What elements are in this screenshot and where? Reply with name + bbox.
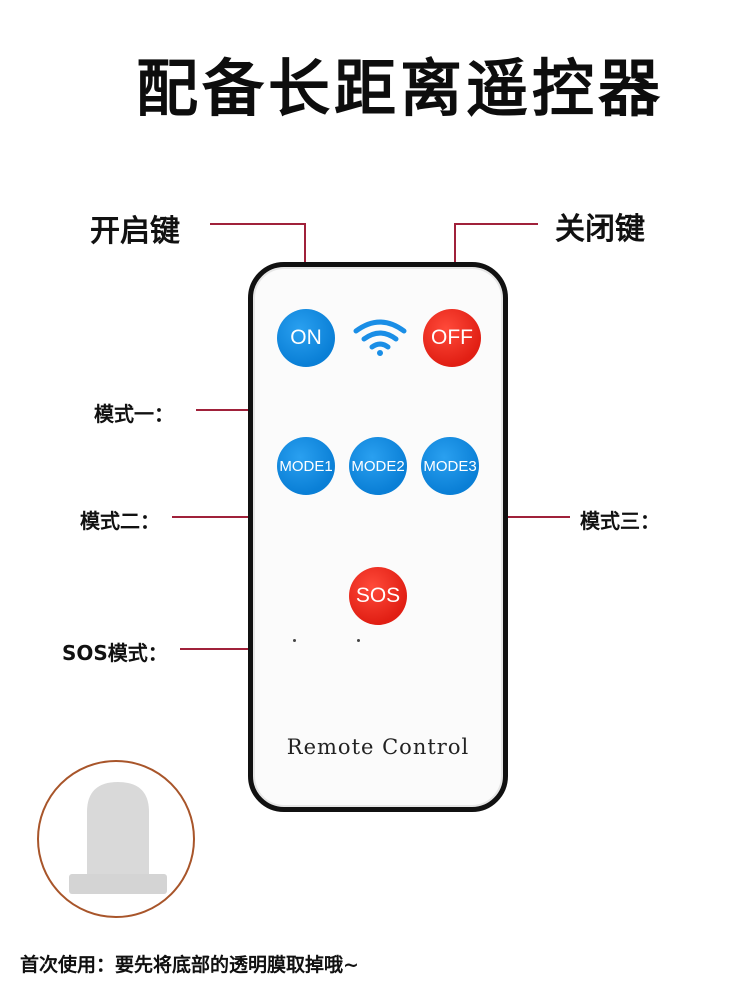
mode1-button[interactable]: MODE1 (277, 437, 335, 495)
remote-control: ON OFF MODE1 MODE2 MODE3 SOS Remote Cont… (248, 262, 508, 812)
callout-mode2: 模式二： (80, 509, 160, 533)
usage-note: 首次使用：要先将底部的透明膜取掉哦~ (20, 954, 359, 976)
sos-button[interactable]: SOS (349, 567, 407, 625)
callout-mode1: 模式一： (94, 402, 174, 426)
remote-label: Remote Control (286, 735, 470, 759)
callout-off-key: 关闭键 (555, 212, 645, 247)
cap-illustration (37, 760, 195, 918)
callout-mode3: 模式三： (580, 509, 660, 533)
remote-dot (293, 639, 296, 642)
on-button[interactable]: ON (277, 309, 335, 367)
battery-cap-icon (69, 782, 167, 894)
mode3-button[interactable]: MODE3 (421, 437, 479, 495)
callout-on-key: 开启键 (90, 214, 180, 249)
mode2-button[interactable]: MODE2 (349, 437, 407, 495)
page-title: 配备长距离遥控器 (135, 52, 664, 125)
callout-sos-mode: SOS模式： (62, 641, 168, 665)
remote-dot (357, 639, 360, 642)
off-button[interactable]: OFF (423, 309, 481, 367)
wifi-icon (353, 319, 407, 356)
